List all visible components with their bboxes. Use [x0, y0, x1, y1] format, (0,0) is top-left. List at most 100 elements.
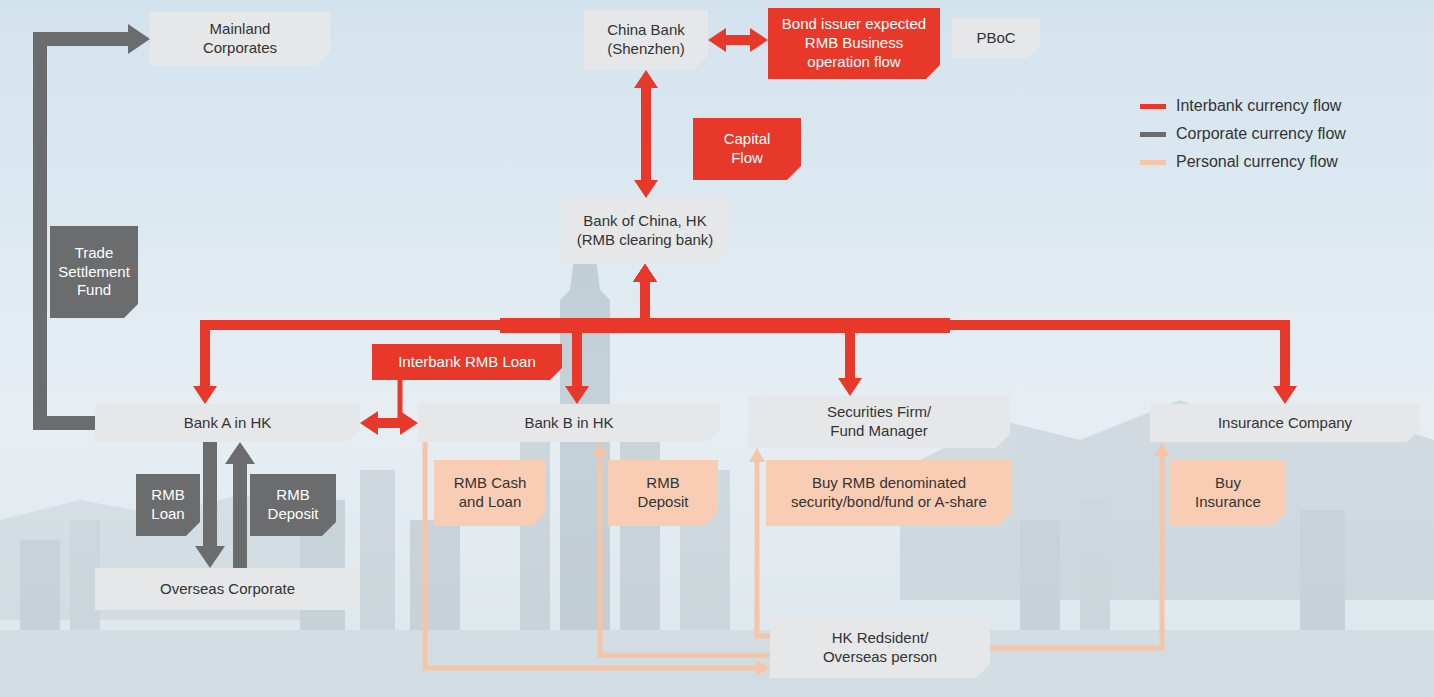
arrowhead	[633, 264, 657, 282]
process-box: China Bank (Shenzhen)	[584, 10, 708, 70]
arrowhead	[128, 24, 150, 54]
arrowhead	[708, 28, 726, 52]
process-box: Insurance Company	[1150, 404, 1420, 442]
arrowhead	[634, 70, 658, 88]
arrowhead	[360, 411, 378, 435]
text-group: Insurance Company	[1165, 414, 1405, 433]
flow-label: RMB Deposit	[250, 474, 336, 536]
arrowhead	[592, 442, 608, 456]
box-text: (RMB clearing bank)	[567, 231, 723, 250]
arrowhead	[400, 411, 418, 435]
box-text: Buy RMB denominated security/bond/fund o…	[773, 474, 1005, 512]
text-group: Bank A in HK	[108, 414, 348, 433]
text-group: Securities Firm/ Fund Manager	[814, 403, 944, 441]
legend-text: Interbank currency flow	[1176, 97, 1341, 115]
flow-label: RMB Deposit	[608, 460, 718, 526]
distribution-bar	[500, 318, 950, 333]
box-text: RMB Loan	[145, 486, 191, 524]
text-group: Overseas Corporate	[108, 580, 348, 599]
process-box: HK Redsident/ Overseas person	[770, 618, 990, 678]
arrowhead	[565, 386, 589, 404]
connector	[633, 264, 1297, 404]
text-group: RMB Loan	[145, 486, 191, 524]
leader-line	[398, 380, 403, 419]
box-text: RMB Deposit	[628, 474, 698, 512]
text-group: China Bank (Shenzhen)	[591, 21, 701, 59]
text-group: Bond issuer expected RMB Business operat…	[775, 15, 933, 71]
text-group: Buy Insurance	[1187, 474, 1269, 512]
arrowhead	[633, 264, 657, 282]
flow-label: RMB Loan	[136, 474, 200, 536]
connector-line	[641, 87, 651, 181]
text-group: Bank of China, HK(RMB clearing bank)	[567, 212, 723, 250]
box-text: Bank of China, HK	[567, 212, 723, 231]
connector	[592, 442, 770, 655]
arrowhead	[756, 660, 770, 676]
flow-label: RMB Cash and Loan	[434, 460, 546, 526]
box-text: RMB Cash and Loan	[449, 474, 531, 512]
legend-swatch	[1140, 132, 1166, 137]
box-text: Bank A in HK	[108, 414, 348, 433]
text-group: HK Redsident/ Overseas person	[810, 629, 950, 667]
process-box: Bank A in HK	[95, 404, 360, 442]
box-text: Trade Settlement Fund	[54, 244, 134, 300]
connector-line	[203, 442, 217, 547]
legend-text: Corporate currency flow	[1176, 125, 1346, 143]
box-text: Overseas Corporate	[108, 580, 348, 599]
legend-row: Corporate currency flow	[1140, 125, 1346, 143]
legend-swatch	[1140, 104, 1166, 109]
process-box: Securities Firm/ Fund Manager	[748, 396, 1010, 448]
arrowhead	[1273, 386, 1297, 404]
box-text: Interbank RMB Loan	[379, 353, 555, 372]
box-text: Securities Firm/ Fund Manager	[814, 403, 944, 441]
connector-line	[990, 455, 1162, 648]
connector-line	[425, 442, 757, 668]
connector	[40, 24, 150, 423]
text-group: Bank B in HK	[434, 414, 704, 433]
connector-line	[577, 281, 645, 387]
connector	[990, 442, 1170, 648]
process-box: Bank of China, HK(RMB clearing bank)	[561, 198, 729, 264]
text-group: Mainland Corporates	[180, 20, 300, 58]
arrowhead	[633, 264, 657, 282]
connector-line	[377, 418, 401, 428]
connector	[360, 411, 418, 435]
box-text: Buy Insurance	[1187, 474, 1269, 512]
arrowhead	[633, 264, 657, 282]
text-group: RMB Cash and Loan	[449, 474, 531, 512]
box-text: Bond issuer expected RMB Business operat…	[775, 15, 933, 71]
legend-text: Personal currency flow	[1176, 153, 1338, 171]
connector	[193, 264, 657, 404]
connector-line	[645, 281, 1285, 387]
arrowhead	[1154, 442, 1170, 456]
connector	[708, 28, 768, 52]
text-group: PBoC	[961, 29, 1031, 48]
text-group: Buy RMB denominated security/bond/fund o…	[773, 474, 1005, 512]
connector	[634, 70, 658, 198]
box-text: HK Redsident/ Overseas person	[810, 629, 950, 667]
legend-swatch	[1140, 160, 1166, 165]
box-text: Mainland Corporates	[180, 20, 300, 58]
process-box: Mainland Corporates	[150, 12, 330, 66]
process-box: Bond issuer expected RMB Business operat…	[768, 8, 940, 79]
text-group: RMB Deposit	[261, 486, 325, 524]
arrowhead	[195, 546, 225, 568]
box-text: RMB Deposit	[261, 486, 325, 524]
box-text: Bank B in HK	[434, 414, 704, 433]
connector-line	[233, 463, 247, 568]
connector-line	[205, 281, 645, 387]
arrowhead	[749, 448, 765, 462]
arrowhead	[193, 386, 217, 404]
skyline	[0, 240, 1434, 697]
flow-label: Interbank RMB Loan	[372, 344, 562, 380]
text-group: Interbank RMB Loan	[379, 353, 555, 372]
flow-label: Buy RMB denominated security/bond/fund o…	[766, 460, 1012, 526]
arrowhead	[750, 28, 768, 52]
box-text: China Bank (Shenzhen)	[591, 21, 701, 59]
box-text: PBoC	[961, 29, 1031, 48]
text-group: Trade Settlement Fund	[54, 244, 134, 300]
process-box: PBoC	[952, 18, 1040, 58]
connector	[425, 442, 770, 676]
